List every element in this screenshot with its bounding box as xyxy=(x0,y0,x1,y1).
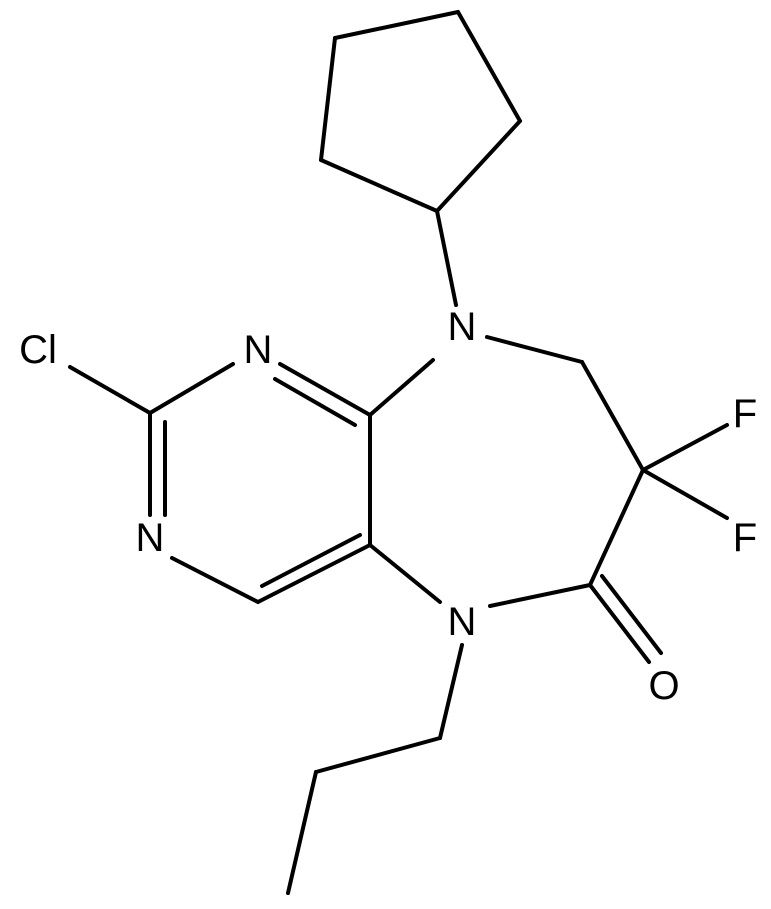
bond-c2-cl xyxy=(68,365,152,415)
bond-n1-c2 xyxy=(148,362,235,415)
fluorine-top-label: F xyxy=(733,392,757,436)
bond-cf2-carbonyl xyxy=(588,468,645,587)
bond-c4-c4a-1 xyxy=(256,543,372,604)
bond-cyclopentyl-n xyxy=(435,209,458,307)
bond-cyclopentyl-2 xyxy=(456,10,522,123)
bond-ch2-cf2 xyxy=(580,360,645,472)
bond-cyclopentyl-1 xyxy=(333,10,460,40)
pyrimidine-n-left-label: N xyxy=(136,516,165,560)
cyclopentyl-n-label: N xyxy=(448,305,477,349)
bond-n-c4a xyxy=(368,543,442,604)
bond-cyclopentyl-3 xyxy=(435,119,522,213)
bond-cf2-f-bottom xyxy=(641,468,729,520)
bond-n-ch2 xyxy=(485,335,584,364)
bond-carbonyl-o-1 xyxy=(588,583,651,664)
oxygen-label: O xyxy=(648,664,679,708)
bond-carbonyl-n xyxy=(488,583,592,608)
fluorine-bottom-label: F xyxy=(733,516,757,560)
pyrimidine-n-top-label: N xyxy=(244,328,273,372)
bond-carbonyl-o-2 xyxy=(600,574,663,655)
bond-propyl-2 xyxy=(314,736,442,774)
bond-c8a-n xyxy=(368,358,435,417)
bond-n-propyl-1 xyxy=(438,643,464,740)
bond-c8a-n1-1 xyxy=(278,362,372,417)
atom-labels: Cl N N N N F F O xyxy=(19,305,757,708)
propyl-n-label: N xyxy=(448,600,477,644)
bond-c8a-n1-2 xyxy=(273,377,357,427)
bond-propyl-3 xyxy=(286,770,318,895)
bonds xyxy=(68,10,729,895)
bond-cf2-f-top xyxy=(641,423,729,472)
bond-cyclopentyl-5 xyxy=(319,36,337,162)
bond-c4-c4a-2 xyxy=(260,533,362,588)
bond-n3-c4 xyxy=(170,556,260,604)
bond-cyclopentyl-4 xyxy=(319,158,439,213)
chlorine-label: Cl xyxy=(19,328,57,372)
